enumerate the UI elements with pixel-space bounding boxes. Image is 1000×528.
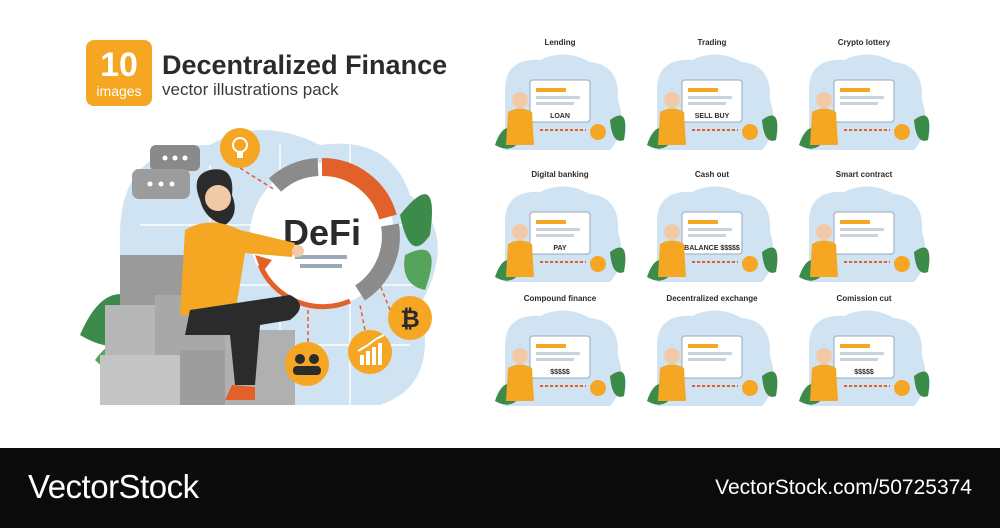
defi-donut-chart: DeFi — [250, 157, 400, 310]
tile-inline-text: BALANCE $$$$$ — [684, 245, 740, 252]
illustration-tile: Compound finance $$$$$ — [490, 294, 630, 414]
bitcoin-icon: ₿ — [388, 296, 432, 340]
speech-bubble-icon — [132, 145, 200, 199]
page-subtitle: vector illustrations pack — [162, 80, 339, 99]
image-id-text: VectorStock.com/50725374 — [715, 476, 972, 499]
trading-chart-icon: SELL BUY — [647, 54, 778, 150]
tile-inline-text: PAY — [553, 245, 567, 252]
tile-inline-text: LOAN — [550, 113, 570, 120]
page-title: Decentralized Finance — [162, 50, 448, 80]
users-icon — [285, 342, 329, 386]
svg-text:₿: ₿ — [400, 306, 420, 333]
tile-caption: Smart contract — [835, 170, 893, 179]
tile-caption: Cash out — [694, 170, 730, 179]
badge-number: 10 — [100, 46, 138, 84]
tile-caption: Comission cut — [836, 294, 892, 303]
tile-caption: Crypto lottery — [837, 38, 891, 47]
illustration-tile: Crypto lottery — [794, 38, 934, 158]
contract-icon — [799, 186, 930, 282]
tile-caption: Trading — [697, 38, 727, 47]
loan-icon: LOAN — [495, 54, 626, 150]
scissors-icon: $$$$$ — [799, 310, 930, 406]
illustration-tile: Comission cut $$$$$ — [794, 294, 934, 414]
tile-caption: Digital banking — [531, 170, 589, 179]
growth-chart-icon — [348, 330, 392, 374]
puzzle-icon: $$$$$ — [495, 310, 626, 406]
lightbulb-icon — [220, 128, 260, 168]
wallet-phone-icon: PAY — [495, 186, 626, 282]
tile-inline-text: $$$$$ — [550, 369, 570, 376]
atm-icon: BALANCE $$$$$ — [647, 186, 778, 282]
exchange-icon — [647, 310, 778, 406]
tile-inline-text: $$$$$ — [854, 369, 874, 376]
tile-caption: Lending — [544, 38, 576, 47]
woman-figure — [180, 169, 304, 400]
tile-caption: Decentralized exchange — [666, 294, 758, 303]
tile-inline-text: SELL BUY — [695, 113, 730, 120]
hero-illustration: DeFi ₿ — [80, 128, 438, 405]
lottery-icon — [799, 54, 930, 150]
vectorstock-logo: VectorStock — [28, 468, 199, 505]
badge-label: images — [96, 83, 142, 99]
illustration-tile: Decentralized exchange — [642, 294, 782, 414]
illustration-tile: Smart contract — [794, 170, 934, 290]
tile-caption: Compound finance — [523, 294, 597, 303]
image-count-badge: 10 images — [86, 40, 152, 106]
footer-bar: VectorStock VectorStock.com/50725374 — [0, 448, 1000, 528]
